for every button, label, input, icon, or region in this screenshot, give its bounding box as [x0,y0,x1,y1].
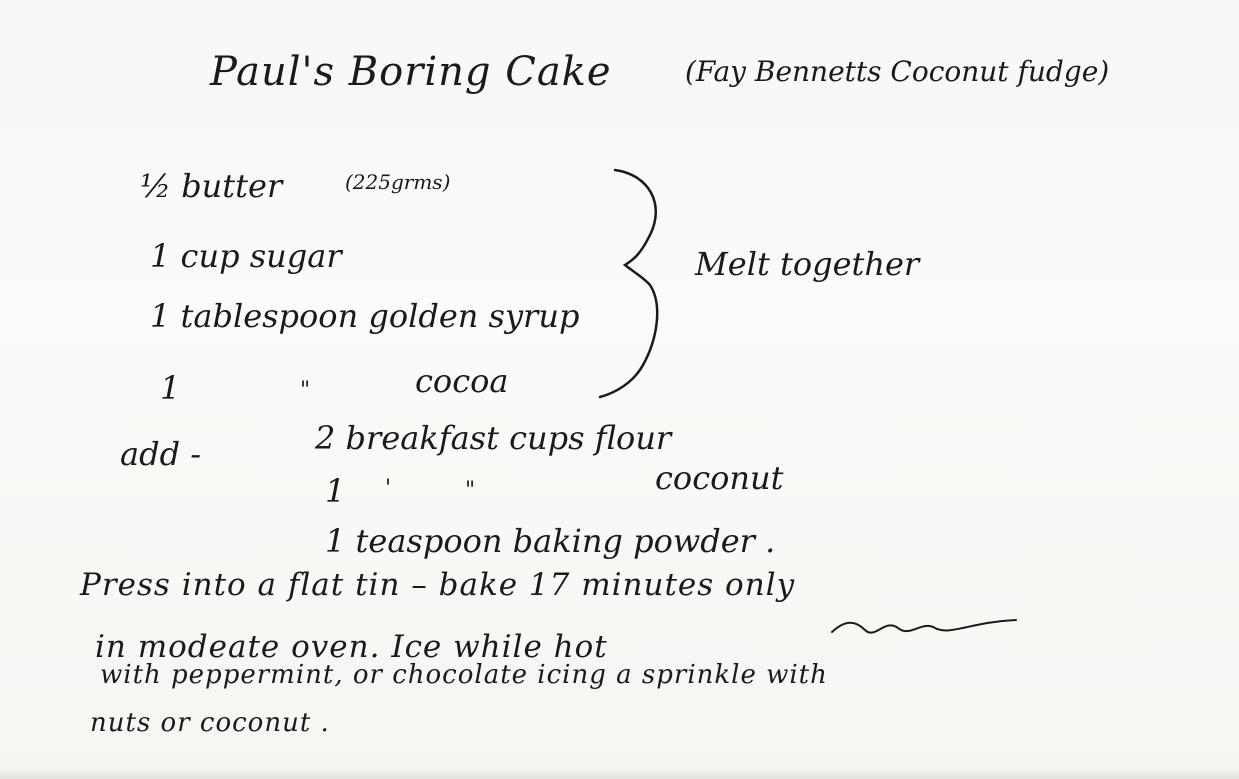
squiggle-mark [831,619,1017,634]
addition-coconut-ditto-2: " [465,478,476,503]
addition-flour: 2 breakfast cups flour [315,419,672,457]
ingredient-cocoa-ditto: " [300,378,311,403]
brace-mark [598,168,659,399]
addition-coconut-ditto-1: ' [385,476,392,501]
recipe-subtitle: (Fay Bennetts Coconut fudge) [685,55,1110,88]
ingredient-butter-note: (225grms) [345,170,451,194]
addition-coconut: coconut [655,459,784,497]
ingredient-butter: ½ butter [140,167,283,205]
recipe-title: Paul's Boring Cake [210,49,612,95]
ingredient-sugar: 1 cup sugar [150,237,342,275]
method-line-4: nuts or coconut . [90,708,330,738]
ingredient-golden-syrup: 1 tablespoon golden syrup [150,297,580,335]
paper-edge [0,769,1239,779]
method-line-3: with peppermint, or chocolate icing a sp… [100,660,828,690]
addition-coconut-qty: 1 [325,472,346,510]
ingredient-cocoa: cocoa [415,362,509,400]
melt-together-note: Melt together [695,245,920,283]
addition-baking-powder: 1 teaspoon baking powder . [325,522,776,560]
add-label: add - [120,435,202,473]
method-line-1: Press into a flat tin – bake 17 minutes … [80,567,796,603]
method-line-2: in modeate oven. Ice while hot [95,629,608,665]
ingredient-cocoa-qty: 1 [160,369,181,407]
